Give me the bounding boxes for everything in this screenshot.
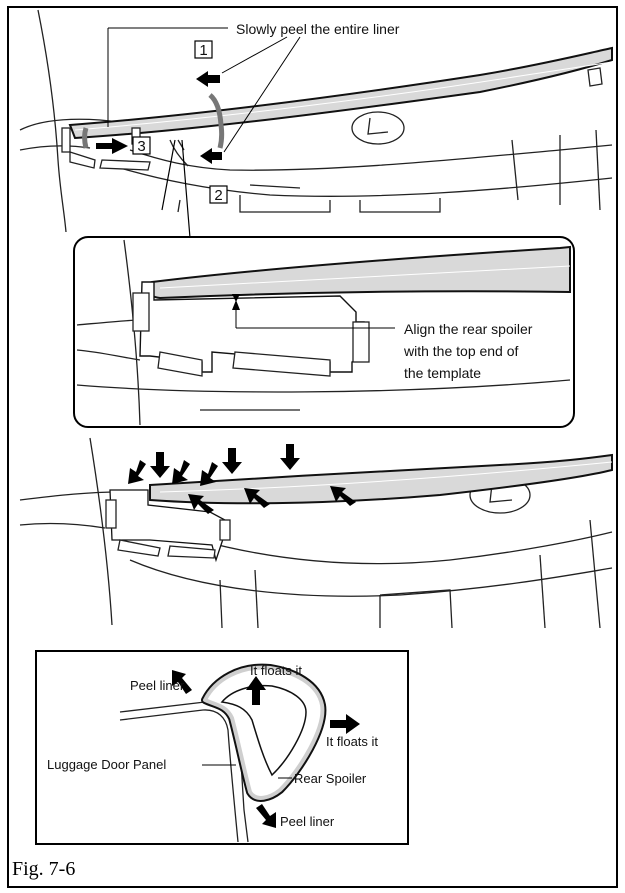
floats-label-top: It floats it bbox=[250, 663, 302, 678]
peel-liner-label-top: Peel liner bbox=[130, 678, 185, 693]
rear-spoiler-label: Rear Spoiler bbox=[294, 771, 367, 786]
luggage-door-panel-label: Luggage Door Panel bbox=[47, 757, 166, 772]
step-3-label: 3 bbox=[137, 138, 145, 155]
step-2-label: 2 bbox=[214, 187, 222, 204]
peel-liner-label-bottom: Peel liner bbox=[280, 814, 335, 829]
align-note-line-2: with the top end of bbox=[403, 343, 519, 359]
step-1-label: 1 bbox=[199, 42, 207, 59]
align-note-line-1: Align the rear spoiler bbox=[404, 321, 533, 337]
figure-caption: Fig. 7-6 bbox=[12, 858, 75, 881]
panel-3-press-spoiler bbox=[20, 438, 612, 628]
peel-instruction: Slowly peel the entire liner bbox=[236, 21, 400, 37]
align-note-line-3: the template bbox=[404, 365, 481, 381]
panel-1-peel-liner bbox=[20, 10, 612, 232]
floats-label-right: It floats it bbox=[326, 734, 378, 749]
